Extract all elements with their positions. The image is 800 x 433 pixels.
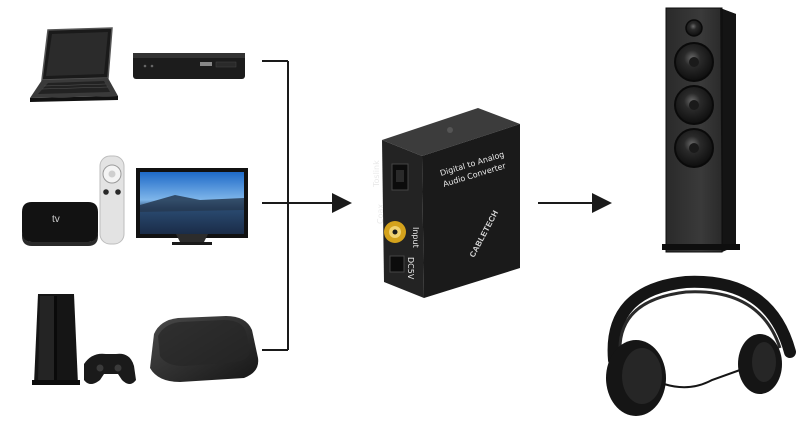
input-label: Input (411, 227, 420, 248)
set-top-box-icon (133, 53, 245, 79)
laptop-icon (30, 28, 118, 102)
headphones-icon (606, 282, 790, 416)
wireless-pad-icon (150, 316, 258, 382)
toslink-label: Toslink (372, 160, 381, 188)
television-icon (136, 168, 248, 245)
floor-speaker-icon (662, 8, 740, 252)
converter-box: Toslink Coax Input DC5V Digital to Analo… (372, 108, 520, 298)
apple-tv-logo-text: tv (52, 214, 60, 225)
dc-port (390, 256, 404, 272)
apple-tv-icon: tv (22, 202, 98, 246)
source-connector (262, 61, 350, 350)
game-console-icon (32, 294, 80, 385)
dc5v-label: DC5V (406, 257, 415, 280)
coax-label: Coax (376, 204, 385, 224)
remote-icon (100, 156, 124, 244)
gamepad-icon (84, 354, 136, 384)
